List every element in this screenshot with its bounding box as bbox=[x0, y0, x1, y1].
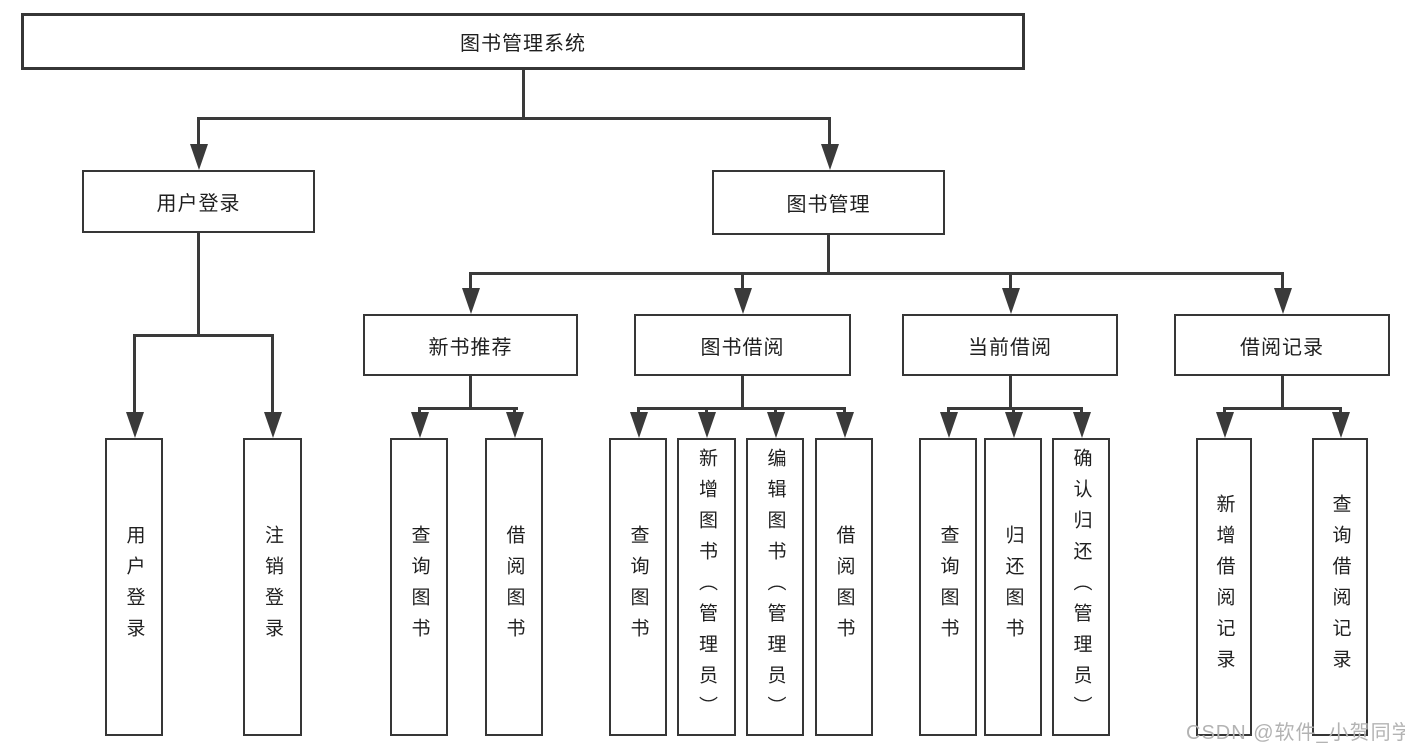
connector-drop-user-login bbox=[197, 117, 200, 147]
connector-drop bbox=[705, 407, 708, 416]
node-label: 图书借阅 bbox=[700, 336, 785, 359]
connector-borrowing-records-bar bbox=[1223, 407, 1342, 410]
arrow-down-icon bbox=[630, 412, 648, 438]
node-label: 图书管理 bbox=[786, 194, 871, 216]
node-label: 归还图书 bbox=[1002, 525, 1024, 649]
node-label: 借阅图书 bbox=[833, 525, 855, 649]
connector-book-borrowing-bar bbox=[637, 407, 846, 410]
node-current-borrowing: 当前借阅 bbox=[902, 314, 1118, 376]
node-user-login: 用户登录 bbox=[82, 170, 315, 233]
connector-book-borrowing-stem bbox=[741, 376, 744, 410]
arrow-down-icon bbox=[1073, 412, 1091, 438]
node-label: 借阅记录 bbox=[1240, 336, 1324, 359]
connector-drop-leaf-user-login bbox=[133, 334, 136, 414]
connector-user-login-stem bbox=[197, 233, 200, 337]
arrow-down-icon bbox=[767, 412, 785, 438]
arrow-down-icon bbox=[126, 412, 144, 438]
connector-drop bbox=[947, 407, 950, 416]
node-label: 新增借阅记录 bbox=[1213, 494, 1235, 680]
connector-user-login-bar bbox=[133, 334, 274, 337]
node-label: 查询图书 bbox=[937, 525, 959, 649]
connector-drop-borrowing-records bbox=[1281, 272, 1284, 292]
connector-drop bbox=[843, 407, 846, 416]
connector-book-management-bar bbox=[469, 272, 1283, 275]
connector-drop bbox=[1080, 407, 1083, 416]
node-label: 编辑图书（管理员） bbox=[764, 447, 786, 727]
connector-drop-book-management bbox=[828, 117, 831, 147]
node-label: 新书推荐 bbox=[428, 336, 513, 359]
connector-drop bbox=[637, 407, 640, 416]
leaf-query-books-3: 查询图书 bbox=[919, 438, 977, 736]
arrow-down-icon bbox=[264, 412, 282, 438]
node-library-management-system: 图书管理系统 bbox=[21, 13, 1025, 70]
arrow-down-icon bbox=[506, 412, 524, 438]
connector-borrowing-records-stem bbox=[1281, 376, 1284, 410]
leaf-logout: 注销登录 bbox=[243, 438, 302, 736]
arrow-down-icon bbox=[940, 412, 958, 438]
node-label: 注销登录 bbox=[262, 525, 283, 649]
arrow-down-icon bbox=[1274, 288, 1292, 314]
connector-drop bbox=[418, 407, 421, 416]
arrow-down-icon bbox=[1005, 412, 1023, 438]
node-new-book-recommendation: 新书推荐 bbox=[363, 314, 578, 376]
arrow-down-icon bbox=[821, 144, 839, 170]
leaf-add-borrow-record: 新增借阅记录 bbox=[1196, 438, 1252, 736]
arrow-down-icon bbox=[1002, 288, 1020, 314]
node-label: 图书管理系统 bbox=[460, 33, 586, 55]
node-label: 查询图书 bbox=[408, 525, 430, 649]
connector-root-bar bbox=[197, 117, 831, 120]
node-book-borrowing: 图书借阅 bbox=[634, 314, 851, 376]
connector-drop bbox=[1339, 407, 1342, 416]
connector-current-borrowing-stem bbox=[1009, 376, 1012, 410]
connector-book-management-stem bbox=[827, 235, 830, 275]
leaf-query-books-1: 查询图书 bbox=[390, 438, 448, 736]
connector-drop bbox=[1223, 407, 1226, 416]
leaf-query-books-2: 查询图书 bbox=[609, 438, 667, 736]
node-label: 查询借阅记录 bbox=[1329, 494, 1351, 680]
arrow-down-icon bbox=[411, 412, 429, 438]
arrow-down-icon bbox=[1216, 412, 1234, 438]
node-label: 借阅图书 bbox=[503, 525, 525, 649]
leaf-user-login: 用户登录 bbox=[105, 438, 163, 736]
arrow-down-icon bbox=[734, 288, 752, 314]
arrow-down-icon bbox=[698, 412, 716, 438]
arrow-down-icon bbox=[190, 144, 208, 170]
connector-new-book-stem bbox=[469, 376, 472, 410]
connector-drop-current-borrowing bbox=[1009, 272, 1012, 292]
connector-drop-book-borrowing bbox=[741, 272, 744, 292]
node-borrowing-records: 借阅记录 bbox=[1174, 314, 1390, 376]
leaf-borrow-books-2: 借阅图书 bbox=[815, 438, 873, 736]
leaf-return-book: 归还图书 bbox=[984, 438, 1042, 736]
connector-drop bbox=[513, 407, 516, 416]
node-label: 新增图书（管理员） bbox=[696, 447, 717, 727]
leaf-confirm-return-admin: 确认归还（管理员） bbox=[1052, 438, 1110, 736]
arrow-down-icon bbox=[836, 412, 854, 438]
connector-drop-leaf-logout bbox=[271, 334, 274, 414]
connector-current-borrowing-bar bbox=[947, 407, 1083, 410]
connector-root-stem bbox=[522, 70, 525, 119]
connector-drop bbox=[1012, 407, 1015, 416]
node-book-management: 图书管理 bbox=[712, 170, 945, 235]
connector-drop bbox=[774, 407, 777, 416]
connector-new-book-bar bbox=[418, 407, 518, 410]
leaf-edit-book-admin: 编辑图书（管理员） bbox=[746, 438, 804, 736]
node-label: 当前借阅 bbox=[968, 336, 1052, 359]
node-label: 用户登录 bbox=[156, 193, 241, 215]
leaf-borrow-books-1: 借阅图书 bbox=[485, 438, 543, 736]
leaf-query-borrow-record: 查询借阅记录 bbox=[1312, 438, 1368, 736]
leaf-add-book-admin: 新增图书（管理员） bbox=[677, 438, 736, 736]
node-label: 用户登录 bbox=[123, 525, 145, 649]
node-label: 查询图书 bbox=[627, 525, 649, 649]
arrow-down-icon bbox=[1332, 412, 1350, 438]
arrow-down-icon bbox=[462, 288, 480, 314]
watermark: CSDN @软件_小贺同学 bbox=[1186, 722, 1405, 744]
connector-drop-new-book bbox=[469, 272, 472, 292]
node-label: 确认归还（管理员） bbox=[1070, 447, 1092, 727]
